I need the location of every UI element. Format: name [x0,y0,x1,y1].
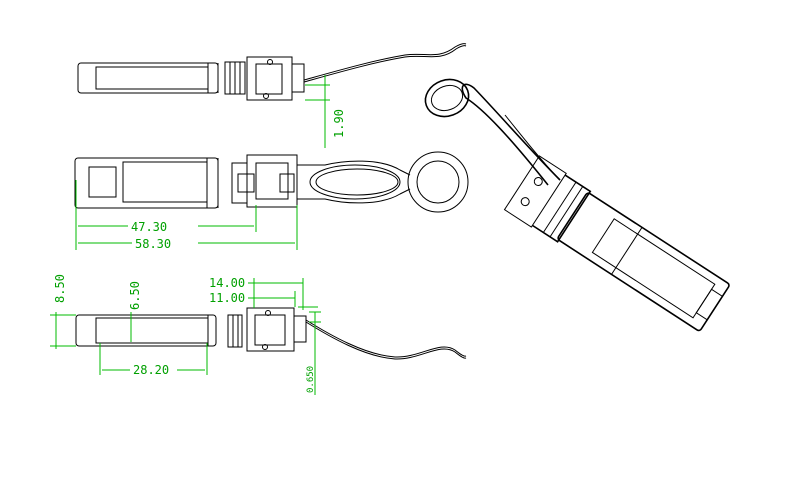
dimension-cable: 1.90 [305,75,346,148]
dimension-top-widths: 14.00 11.00 [209,276,318,310]
top-view-middle [74,151,469,213]
dim-label-14-00: 14.00 [209,276,245,290]
dimension-heights: 8.50 6.50 [50,274,142,349]
dimension-lengths: 47.30 58.30 [75,180,298,251]
dim-label-11-00: 11.00 [209,291,245,305]
dim-label-height-6-50: 6.50 [128,281,142,310]
dimension-body-width: 28.20 [99,343,208,377]
dim-label-body-width: 28.20 [133,363,169,377]
dim-label-overall-length: 58.30 [135,237,171,251]
side-view-top [77,43,467,101]
dimension-small: 0.650 [306,311,321,395]
dim-label-housing-length: 47.30 [131,220,167,234]
dim-label-cable-diameter: 1.90 [332,109,346,138]
dim-label-small: 0.650 [306,366,316,393]
dim-label-height-8-50: 8.50 [53,274,67,303]
side-view-bottom [75,307,467,360]
isometric-view [424,78,730,332]
